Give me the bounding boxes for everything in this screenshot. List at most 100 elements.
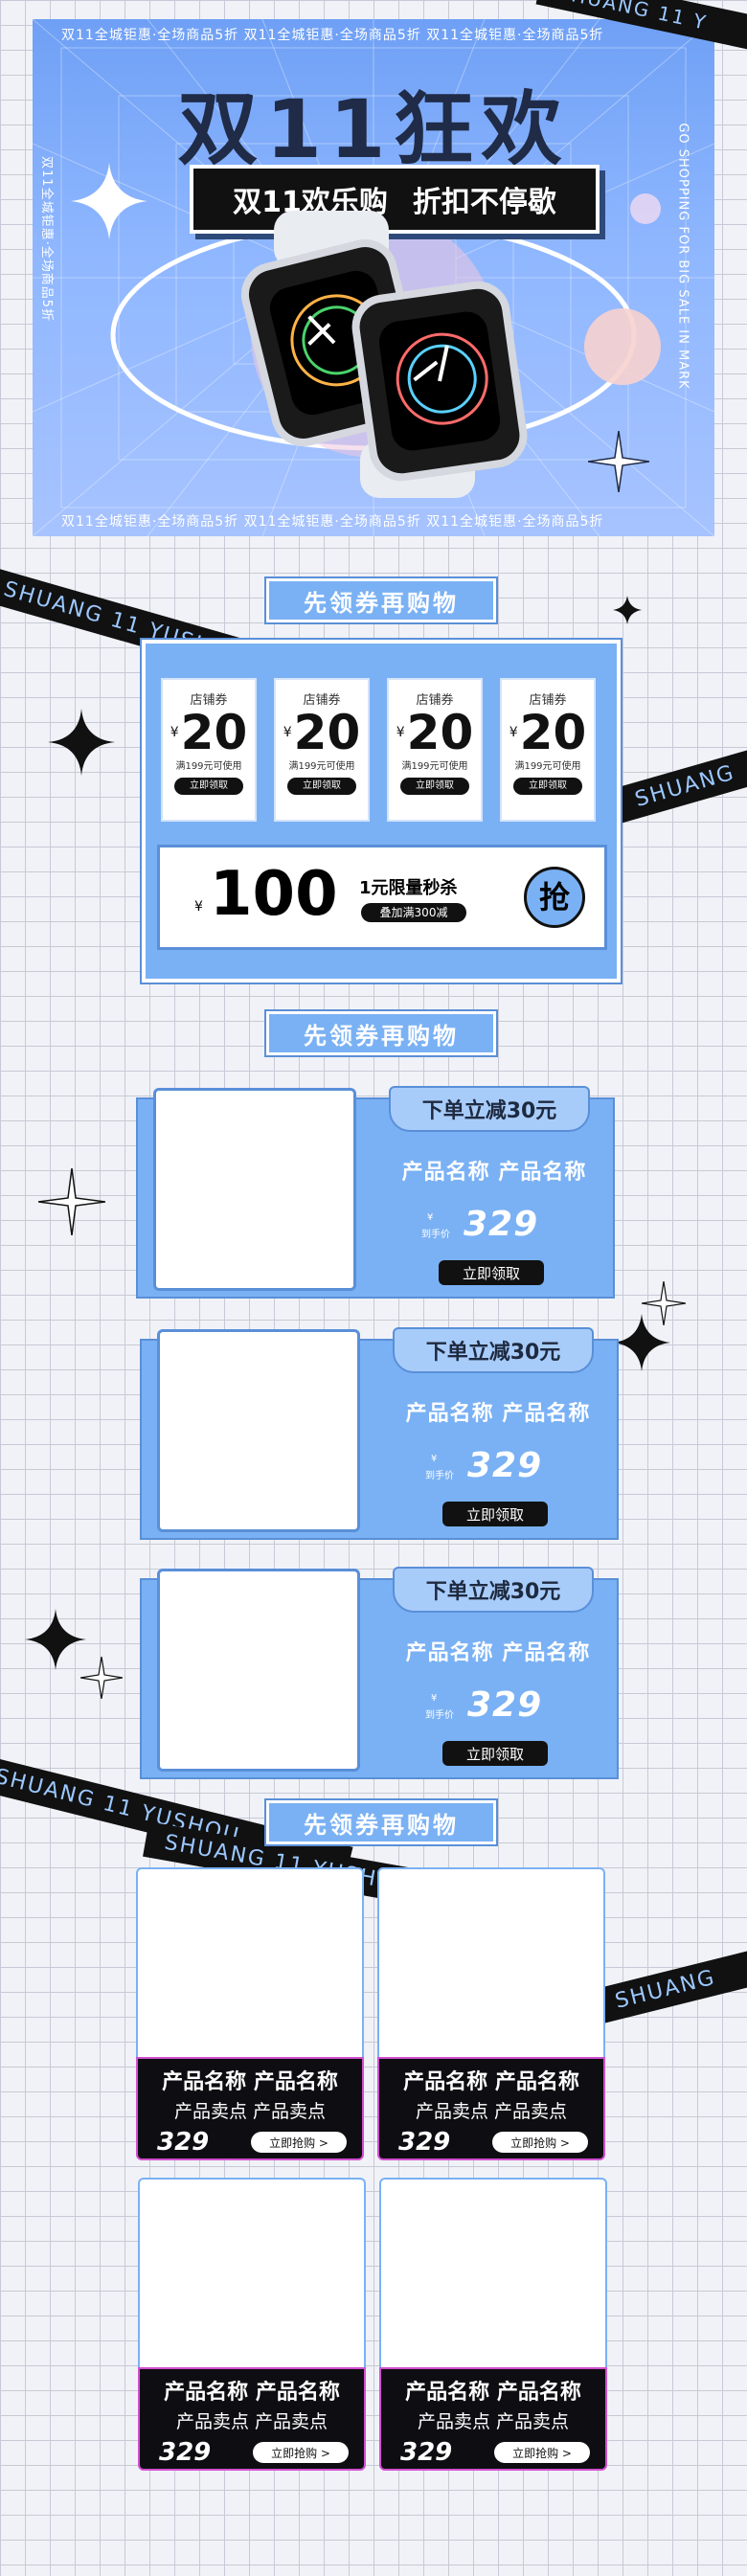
flash-sale-currency: ¥ xyxy=(194,899,203,915)
product-info: 产品名称 产品名称 产品卖点 产品卖点 329 立即抢购 > xyxy=(379,2367,607,2471)
price-label: 到手价 xyxy=(425,1710,454,1721)
product-grid-card[interactable]: 产品名称 产品名称 产品卖点 产品卖点 329 立即抢购 > xyxy=(136,1867,364,2160)
product-price: 329 xyxy=(400,2438,453,2467)
product-name: 产品名称 产品名称 xyxy=(405,1402,591,1426)
product-card[interactable]: 下单立减30元 产品名称 产品名称 ¥ 到手价 329 立即领取 xyxy=(136,1086,615,1299)
flash-sale-subtitle: 叠加满300减 xyxy=(361,903,466,922)
sparkle-icon xyxy=(613,1314,670,1371)
product-image-placeholder xyxy=(136,1867,364,2061)
coupon-condition: 满199元可使用 xyxy=(514,761,581,772)
products-grid-section-header: 先领券再购物 xyxy=(266,1800,496,1844)
hero-ticker-bottom: 双11全城钜惠·全场商品5折 双11全城钜惠·全场商品5折 双11全城钜惠·全场… xyxy=(61,514,604,530)
product-card[interactable]: 下单立减30元 产品名称 产品名称 ¥ 到手价 329 立即领取 xyxy=(140,1567,619,1779)
claim-button[interactable]: 立即领取 xyxy=(439,1260,544,1285)
buy-now-button[interactable]: 立即抢购 > xyxy=(251,2132,347,2153)
coupon-type: 店铺券 xyxy=(416,693,454,708)
coupon-condition: 满199元可使用 xyxy=(175,761,242,772)
discount-tab: 下单立减30元 xyxy=(393,1567,594,1613)
product-selling-point: 产品卖点 产品卖点 xyxy=(417,2411,570,2432)
buy-now-button[interactable]: 立即抢购 > xyxy=(253,2442,349,2463)
coupon-value: ¥20 xyxy=(283,705,361,760)
flash-sale-value: 100 xyxy=(210,859,338,930)
ribbon-decoration: SHUANG xyxy=(593,1933,747,2024)
coupon-value: ¥20 xyxy=(170,705,248,760)
flash-sale-title: 1元限量秒杀 xyxy=(359,878,458,898)
product-grid-card[interactable]: 产品名称 产品名称 产品卖点 产品卖点 329 立即抢购 > xyxy=(377,1867,605,2160)
coupon-card[interactable]: 店铺券 ¥20 满199元可使用 立即领取 xyxy=(161,678,257,822)
product-card[interactable]: 下单立减30元 产品名称 产品名称 ¥ 到手价 329 立即领取 xyxy=(140,1327,619,1540)
product-price: 329 xyxy=(464,1205,539,1244)
product-price: 329 xyxy=(159,2438,212,2467)
coupon-panel: 店铺券 ¥20 满199元可使用 立即领取 店铺券 ¥20 满199元可使用 立… xyxy=(140,638,622,984)
product-selling-point: 产品卖点 产品卖点 xyxy=(415,2101,568,2122)
sparkle-icon xyxy=(48,709,115,776)
hero-banner: 双11全城钜惠·全场商品5折 双11全城钜惠·全场商品5折 双11全城钜惠·全场… xyxy=(33,19,714,536)
claim-button[interactable]: 立即领取 xyxy=(442,1502,548,1526)
price-label: 到手价 xyxy=(421,1230,450,1240)
coupon-condition: 满199元可使用 xyxy=(401,761,468,772)
coupon-value: ¥20 xyxy=(509,705,587,760)
hero-slogan-right: 折扣不停歇 xyxy=(412,186,556,219)
product-image-placeholder xyxy=(153,1088,356,1291)
grab-button[interactable]: 抢 xyxy=(524,867,585,928)
coupon-condition: 满199元可使用 xyxy=(288,761,355,772)
hero-title: 双11狂欢 xyxy=(177,82,570,176)
product-image-placeholder xyxy=(157,1569,360,1772)
coupon-type: 店铺券 xyxy=(303,693,341,708)
discount-tab: 下单立减30元 xyxy=(389,1086,590,1132)
product-price: 329 xyxy=(398,2128,451,2157)
product-image-placeholder xyxy=(377,1867,605,2061)
product-price: 329 xyxy=(467,1446,543,1485)
product-price: 329 xyxy=(157,2128,210,2157)
product-grid-card[interactable]: 产品名称 产品名称 产品卖点 产品卖点 329 立即抢购 > xyxy=(379,2178,607,2471)
price-currency: ¥ xyxy=(431,1693,438,1704)
claim-button[interactable]: 立即领取 xyxy=(442,1741,548,1766)
coupon-type: 店铺券 xyxy=(529,693,567,708)
coupon-claim-button[interactable]: 立即领取 xyxy=(400,778,469,795)
coupon-type: 店铺券 xyxy=(190,693,228,708)
product-name: 产品名称 产品名称 xyxy=(405,2381,581,2405)
sparkle-icon xyxy=(588,431,649,492)
hero-ticker-top: 双11全城钜惠·全场商品5折 双11全城钜惠·全场商品5折 双11全城钜惠·全场… xyxy=(61,28,604,43)
product-watches-image xyxy=(234,211,532,498)
sparkle-outline-icon xyxy=(38,1168,105,1235)
price-currency: ¥ xyxy=(427,1212,434,1223)
product-selling-point: 产品卖点 产品卖点 xyxy=(175,2411,328,2432)
ribbon-decoration: SHUANG xyxy=(612,725,747,824)
coupon-claim-button[interactable]: 立即领取 xyxy=(287,778,356,795)
product-image-placeholder xyxy=(138,2178,366,2371)
product-name: 产品名称 产品名称 xyxy=(405,1641,591,1665)
coupon-section-header: 先领券再购物 xyxy=(266,578,496,622)
product-info: 产品名称 产品名称 产品卖点 产品卖点 329 立即抢购 > xyxy=(138,2367,366,2471)
product-image-placeholder xyxy=(157,1329,360,1532)
buy-now-button[interactable]: 立即抢购 > xyxy=(494,2442,590,2463)
product-grid-card[interactable]: 产品名称 产品名称 产品卖点 产品卖点 329 立即抢购 > xyxy=(138,2178,366,2471)
coupon-claim-button[interactable]: 立即领取 xyxy=(513,778,582,795)
coupon-card[interactable]: 店铺券 ¥20 满199元可使用 立即领取 xyxy=(274,678,370,822)
hero-slogan: 双11欢乐购 折扣不停歇 xyxy=(190,165,600,234)
price-label: 到手价 xyxy=(425,1471,454,1481)
sparkle-icon xyxy=(613,596,642,624)
product-selling-point: 产品卖点 产品卖点 xyxy=(173,2101,327,2122)
buy-now-button[interactable]: 立即抢购 > xyxy=(492,2132,588,2153)
flash-sale-coupon[interactable]: ¥ 100 1元限量秒杀 叠加满300减 抢 xyxy=(157,845,607,950)
price-currency: ¥ xyxy=(431,1454,438,1464)
product-name: 产品名称 产品名称 xyxy=(403,2070,579,2094)
product-name: 产品名称 产品名称 xyxy=(401,1161,587,1185)
coupon-card[interactable]: 店铺券 ¥20 满199元可使用 立即领取 xyxy=(500,678,596,822)
sparkle-outline-icon xyxy=(642,1281,686,1325)
coupon-claim-button[interactable]: 立即领取 xyxy=(174,778,243,795)
products-section-header: 先领券再购物 xyxy=(266,1011,496,1055)
sparkle-outline-icon xyxy=(80,1657,123,1699)
product-info: 产品名称 产品名称 产品卖点 产品卖点 329 立即抢购 > xyxy=(136,2057,364,2160)
product-name: 产品名称 产品名称 xyxy=(164,2381,340,2405)
product-image-placeholder xyxy=(379,2178,607,2371)
coupon-value: ¥20 xyxy=(396,705,474,760)
coupon-card[interactable]: 店铺券 ¥20 满199元可使用 立即领取 xyxy=(387,678,483,822)
discount-tab: 下单立减30元 xyxy=(393,1327,594,1373)
product-price: 329 xyxy=(467,1685,543,1725)
sparkle-icon xyxy=(71,163,147,239)
sparkle-icon xyxy=(25,1609,86,1670)
product-info: 产品名称 产品名称 产品卖点 产品卖点 329 立即抢购 > xyxy=(377,2057,605,2160)
product-name: 产品名称 产品名称 xyxy=(162,2070,338,2094)
